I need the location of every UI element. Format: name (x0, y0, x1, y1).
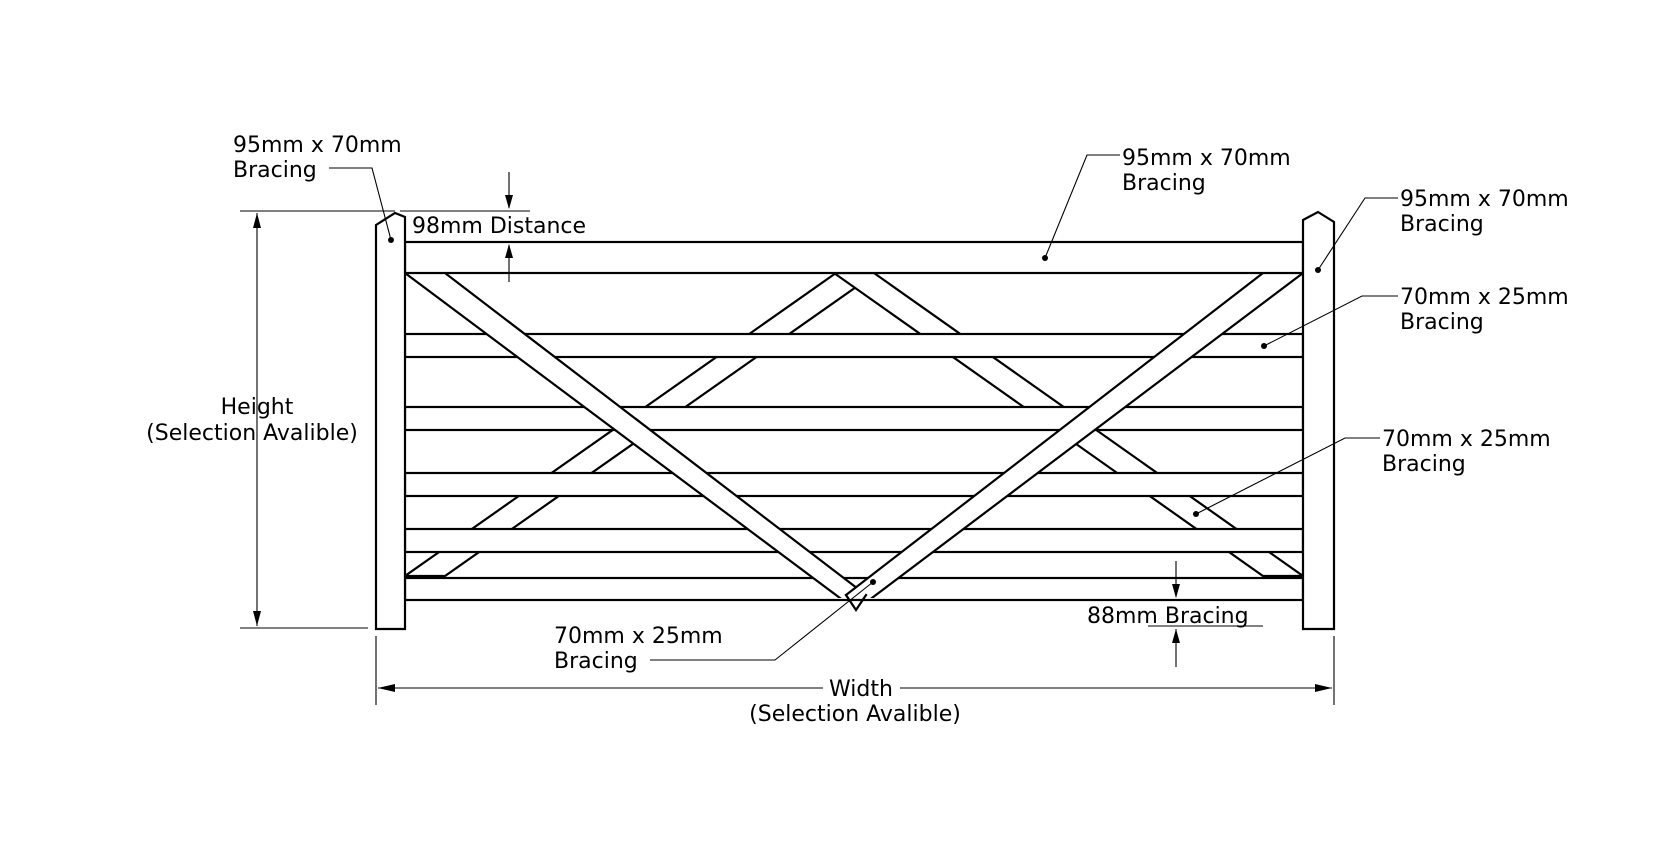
height-label-line1: Height (221, 395, 294, 420)
height-label-line2: (Selection Avalible) (146, 421, 358, 446)
top-rail (403, 240, 1305, 275)
leader-lines (329, 154, 1398, 661)
width-label-line2: (Selection Avalible) (749, 702, 961, 727)
top-rail-label-line1: 95mm x 70mm (1122, 146, 1291, 171)
bottom-bracing-dimension (1148, 561, 1263, 667)
right-post-label-line1: 95mm x 70mm (1400, 187, 1569, 212)
rail-brace-upper-label-line2: Bracing (1400, 310, 1484, 335)
diagonal-brace-label-line2: Bracing (554, 649, 638, 674)
distance-dimension (400, 172, 530, 282)
rail-4 (403, 471, 1305, 498)
horizontal-rails (403, 240, 1305, 602)
left-post (374, 211, 407, 631)
main-diagonal-braces (405, 272, 1303, 598)
rail-5 (403, 527, 1305, 554)
bottom-bracing-label: 88mm Bracing (1087, 604, 1249, 629)
diagonal-brace-label-line1: 70mm x 25mm (554, 624, 723, 649)
top-rail-label-line2: Bracing (1122, 171, 1206, 196)
rail-brace-upper-label-line1: 70mm x 25mm (1400, 285, 1569, 310)
rail-brace-lower-label-line2: Bracing (1382, 452, 1466, 477)
rail-3 (403, 405, 1305, 432)
width-dimension (375, 636, 1335, 705)
rail-brace-lower-label-line1: 70mm x 25mm (1382, 427, 1551, 452)
left-post-label-line1: 95mm x 70mm (233, 133, 402, 158)
left-post-label-line2: Bracing (233, 158, 317, 183)
distance-label: 98mm Distance (412, 214, 586, 239)
right-post-label-line2: Bracing (1400, 212, 1484, 237)
right-main-diagonal (844, 272, 1303, 598)
height-dimension (240, 210, 395, 629)
right-post (1301, 210, 1336, 631)
diagonal-tip (844, 593, 868, 612)
width-label-line1: Width (829, 677, 893, 702)
